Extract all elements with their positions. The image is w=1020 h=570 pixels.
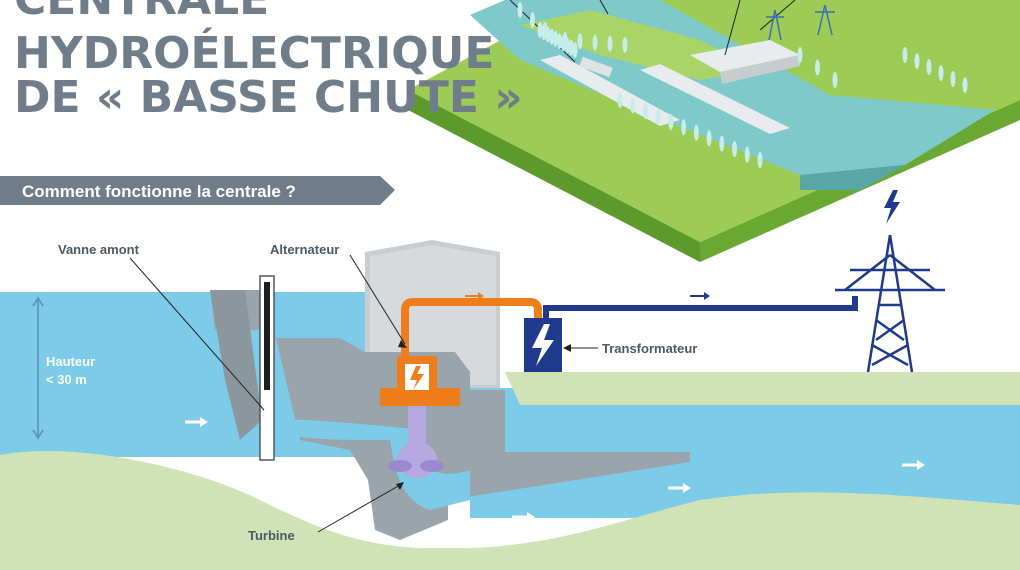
aerial-tree [556, 33, 562, 50]
aerial-tree [719, 135, 725, 152]
turbine-shaft [408, 406, 426, 451]
title-line-2: HYDROÉLECTRIQUE [14, 26, 494, 79]
label-hauteur-value: < 30 m [46, 372, 87, 387]
dam-upstream-face [210, 290, 262, 440]
aerial-tree [568, 39, 574, 56]
aerial-tree [537, 22, 543, 38]
turbine-runner [397, 442, 437, 478]
aerial-tree [630, 97, 636, 114]
turbine-callout-arrow-icon [396, 482, 404, 490]
aerial-tree [950, 71, 956, 87]
aerial-callout-4 [759, 0, 796, 31]
aerial-tree [744, 146, 750, 163]
right-bank [505, 372, 1020, 405]
aerial-tree [530, 12, 535, 28]
riverbed-ground [0, 451, 1020, 570]
flow-arrow-icon [185, 417, 208, 427]
aerial-spillway-wall [640, 64, 790, 134]
aerial-trees [517, 2, 968, 168]
label-hauteur: Hauteur [46, 354, 95, 369]
aerial-tree [693, 124, 699, 141]
aerial-tree [517, 2, 523, 18]
aerial-tree [815, 59, 820, 76]
aerial-tree [592, 34, 598, 51]
label-alternateur: Alternateur [270, 242, 339, 257]
power-pylon-icon [835, 234, 945, 373]
section-banner: Comment fonctionne la centrale ? [0, 176, 395, 205]
aerial-tree [622, 37, 628, 53]
label-vanne-amont: Vanne amont [58, 242, 140, 257]
alternator-lightning-bolt-icon [410, 366, 424, 390]
turbine-blade-left [388, 460, 412, 472]
aerial-tree [553, 30, 559, 47]
aerial-tree [577, 33, 583, 50]
aerial-tree [655, 108, 661, 125]
aerial-tree [832, 72, 838, 88]
aerial-view [408, 0, 1020, 262]
label-turbine: Turbine [248, 528, 295, 543]
aerial-island [520, 10, 760, 80]
aerial-pylon-icon [766, 4, 835, 41]
aerial-lock-gate [579, 56, 613, 78]
aerial-tree [902, 47, 908, 63]
aerial-tree [757, 152, 763, 168]
banner-background [0, 176, 395, 205]
flow-arrow-icon [668, 483, 691, 493]
aerial-tree [914, 53, 920, 69]
turbine-blade-right [420, 460, 444, 472]
aerial-tree [562, 32, 568, 48]
callout-lines [129, 254, 598, 533]
banner-title: Comment fonctionne la centrale ? [22, 182, 296, 201]
page-title: CENTRALE HYDROÉLECTRIQUE DE « BASSE CHUT… [14, 0, 523, 123]
aerial-tree [706, 130, 712, 147]
title-line-1: CENTRALE [14, 0, 269, 25]
aerial-tree [681, 119, 687, 136]
aerial-callout-2 [599, 0, 609, 15]
block-left-side [408, 90, 700, 262]
aerial-tree [668, 113, 674, 130]
aerial-tree [607, 35, 613, 52]
aerial-tree [542, 22, 548, 38]
alternator-callout-arrow-icon [398, 340, 407, 348]
flow-arrow-icon [512, 512, 535, 522]
aerial-tree [549, 28, 555, 45]
title-line-3: DE « BASSE CHUTE » [14, 72, 523, 123]
upstream-gate-slot [264, 282, 270, 390]
aerial-tree [926, 59, 932, 75]
flow-arrow-icon [902, 460, 925, 470]
aerial-tree [617, 92, 623, 108]
transformer-callout-arrow-icon [563, 344, 571, 352]
navy-flow-arrow-head-icon [704, 292, 710, 300]
height-indicator [32, 296, 44, 440]
aerial-dam [690, 40, 800, 72]
label-transformateur: Transformateur [602, 341, 697, 356]
downstream-sill [448, 452, 690, 500]
aerial-river-edge [800, 165, 905, 190]
aerial-tree [938, 65, 944, 81]
transmission-cable [543, 296, 858, 318]
aerial-tree [642, 102, 648, 119]
aerial-dam-side [720, 55, 800, 84]
aerial-tree [732, 141, 738, 158]
aerial-callout-3 [724, 0, 741, 56]
pylon-lightning-bolt-icon [884, 190, 900, 224]
aerial-tree [572, 42, 578, 58]
alternator-cable [401, 298, 542, 356]
orange-flow-arrow-head-icon [478, 292, 484, 300]
aerial-tree [962, 77, 968, 93]
transformer-lightning-bolt-icon [532, 324, 554, 366]
water-flow-arrows [185, 417, 925, 522]
cross-section: Vanne amont Alternateur Transformateur H… [0, 190, 1020, 570]
aerial-tree [797, 47, 803, 63]
